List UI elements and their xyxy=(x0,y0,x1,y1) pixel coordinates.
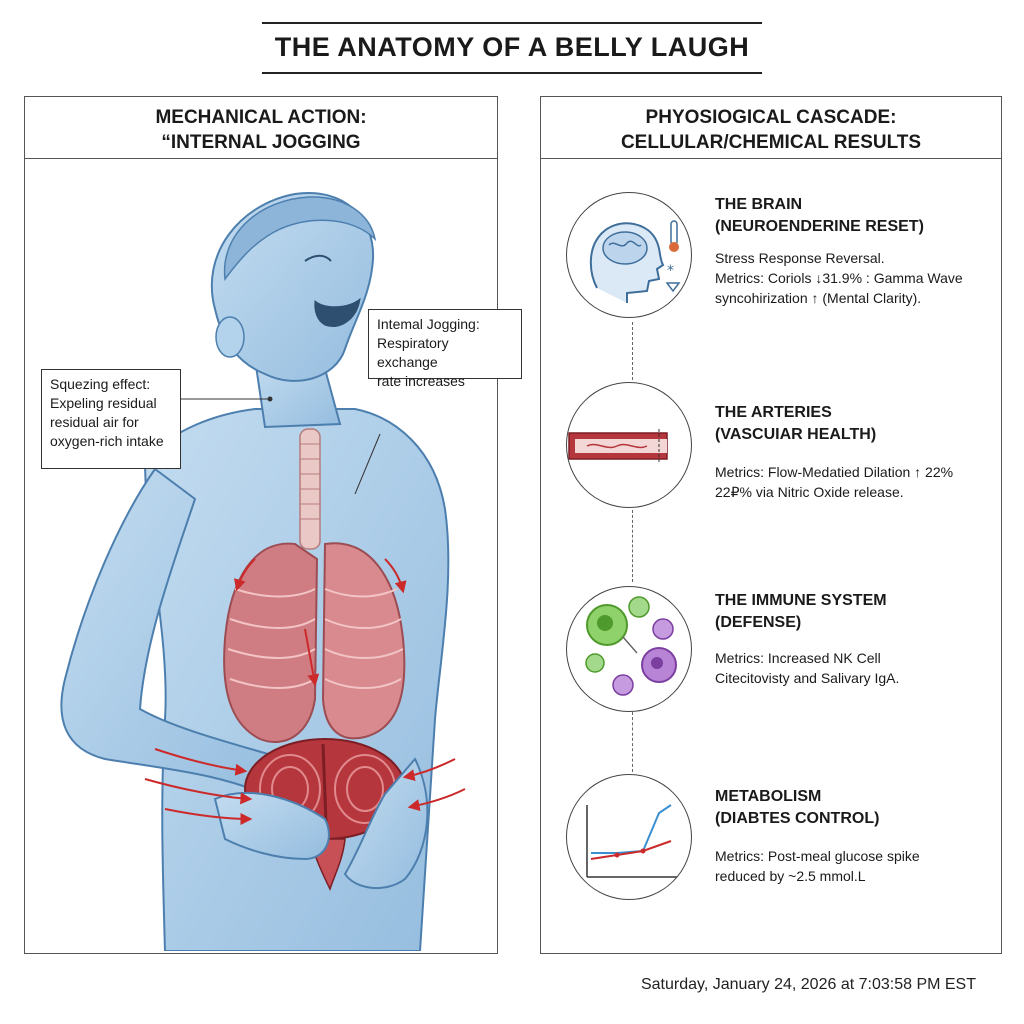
squeeze-line2: Expeling residual xyxy=(50,395,157,411)
glucose-chart-icon xyxy=(586,804,677,878)
brain-desc-line1: Stress Response Reversal. xyxy=(715,250,885,266)
immune-desc-line2: Citecitovisty and Salivary IgA. xyxy=(715,670,900,686)
arteries-desc-line2: 22₽% via Nitric Oxide release. xyxy=(715,484,904,500)
jogging-line3: rate increases xyxy=(377,373,465,389)
arteries-desc-line1: Metrics: Flow-Medatied Dilation ↑ 22% xyxy=(715,464,954,480)
squeeze-line1: Squezing effect: xyxy=(50,376,151,392)
metabolism-title: METABOLISM xyxy=(715,788,822,805)
arteries-subtitle: (VASCUIAR HEALTH) xyxy=(715,426,877,443)
brain-stage-text: THE BRAIN (NEUROENDERINE RESET) Stress R… xyxy=(715,194,995,308)
brain-title: THE BRAIN xyxy=(715,196,803,213)
brain-head-icon: * xyxy=(589,220,681,303)
arteries-stage-text: THE ARTERIES (VASCUIAR HEALTH) Metrics: … xyxy=(715,402,995,502)
arteries-title: THE ARTERIES xyxy=(715,404,832,421)
laughing-body-illustration xyxy=(60,192,466,951)
right-lung xyxy=(321,542,406,740)
brain-stage-circle: * xyxy=(566,192,692,318)
brain-desc-line3: syncohirization ↑ (Mental Clarity). xyxy=(715,290,922,306)
arteries-stage-circle xyxy=(566,382,692,508)
metabolism-desc-line1: Metrics: Post-meal glucose spike xyxy=(715,848,920,864)
laughing-mouth xyxy=(314,297,361,327)
mechanical-heading-line2: “INTERNAL JOGGING xyxy=(161,132,361,153)
page-title: THE ANATOMY OF A BELLY LAUGH xyxy=(274,32,750,62)
title-banner: THE ANATOMY OF A BELLY LAUGH xyxy=(262,22,762,74)
connector-line xyxy=(632,510,633,582)
immune-stage-circle xyxy=(566,586,692,712)
right-hand xyxy=(343,757,429,890)
immune-title: THE IMMUNE SYSTEM xyxy=(715,592,887,609)
mechanical-action-panel: MECHANICAL ACTION: “INTERNAL JOGGING xyxy=(24,96,522,954)
cascade-heading-line1: PHYOSIOGICAL CASCADE: xyxy=(645,107,897,128)
immune-cells-icon xyxy=(585,596,677,696)
svg-text:*: * xyxy=(667,263,674,279)
metabolism-stage-text: METABOLISM (DIABTES CONTROL) Metrics: Po… xyxy=(715,786,995,886)
immune-stage-text: THE IMMUNE SYSTEM (DEFENSE) Metrics: Inc… xyxy=(715,590,995,688)
physiological-cascade-heading: PHYOSIOGICAL CASCADE: CELLULAR/CHEMICAL … xyxy=(541,97,1001,159)
connector-line xyxy=(632,712,633,772)
cascade-heading-line2: CELLULAR/CHEMICAL RESULTS xyxy=(620,132,922,153)
squeeze-line4: oxygen-rich intake xyxy=(50,433,164,449)
brain-subtitle: (NEUROENDERINE RESET) xyxy=(715,218,924,235)
connector-line xyxy=(632,322,633,380)
ear xyxy=(215,316,245,358)
jogging-line1: Intemal Jogging: xyxy=(377,316,480,332)
jogging-line2: Respiratory exchange xyxy=(377,335,449,370)
artery-icon xyxy=(568,429,668,463)
metabolism-desc-line2: reduced by ~2.5 mmol.L xyxy=(715,868,866,884)
timestamp: Saturday, January 24, 2026 at 7:03:58 PM… xyxy=(640,976,976,993)
metabolism-stage-circle xyxy=(566,774,692,900)
left-hand xyxy=(213,791,330,861)
mechanical-heading-line1: MECHANICAL ACTION: xyxy=(155,107,367,128)
brain-desc-line2: Metrics: Coriols ↓31.9% : Gamma Wave xyxy=(715,270,963,286)
internal-jogging-callout: Intemal Jogging: Respiratory exchange ra… xyxy=(368,309,522,389)
metabolism-subtitle: (DIABTES CONTROL) xyxy=(715,810,880,827)
immune-subtitle: (DEFENSE) xyxy=(715,614,802,631)
left-arm xyxy=(60,467,287,801)
hair xyxy=(223,196,377,281)
squeezing-effect-callout: Squezing effect: Expeling residual resid… xyxy=(41,369,181,469)
squeeze-line3: residual air for xyxy=(50,414,139,430)
mechanical-action-heading: MECHANICAL ACTION: “INTERNAL JOGGING xyxy=(25,97,497,159)
immune-desc-line1: Metrics: Increased NK Cell xyxy=(715,650,881,666)
